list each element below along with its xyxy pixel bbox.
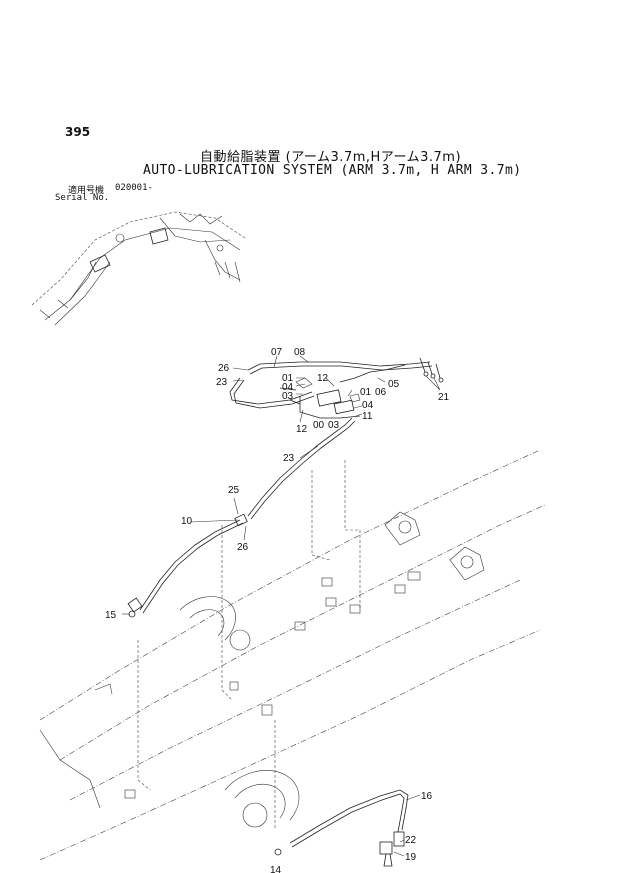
callout-03-b: 03 (328, 420, 340, 431)
title-japanese: 自動給脂装置 (アーム3.7m,Hアーム3.7m) (200, 150, 462, 165)
callout-21: 21 (438, 392, 450, 403)
callout-15: 15 (105, 610, 117, 621)
callout-05: 05 (388, 379, 400, 390)
callout-00: 00 (313, 420, 325, 431)
arm-structure (39, 449, 546, 861)
title-english: AUTO-LUBRICATION SYSTEM (ARM 3.7m, H ARM… (143, 163, 522, 178)
serial-label-english: Serial No. (55, 193, 110, 203)
callout-01-b: 01 (360, 387, 372, 398)
page-number: 395 (65, 125, 91, 139)
serial-number-value: 020001- (115, 183, 153, 193)
callout-04-a: 04 (282, 382, 294, 393)
callout-22: 22 (405, 835, 417, 846)
callout-25: 25 (228, 485, 240, 496)
lubrication-tubing-upper (229, 357, 444, 419)
serial-label-japanese: 適用号機 (68, 186, 105, 196)
excavator-thumbnail (31, 211, 246, 326)
callout-16: 16 (421, 791, 433, 802)
callout-03-a: 03 (282, 391, 294, 402)
callout-12-b: 12 (296, 424, 308, 435)
callout-19: 19 (405, 852, 417, 863)
callout-11: 11 (362, 411, 373, 422)
callout-07: 07 (271, 347, 283, 358)
callout-numbers: 26 07 08 23 01 04 03 12 01 06 05 21 12 0… (105, 347, 450, 873)
callout-14: 14 (270, 865, 282, 873)
callout-04-b: 04 (362, 400, 374, 411)
callout-08: 08 (294, 347, 306, 358)
callout-06: 06 (375, 387, 387, 398)
callout-12-a: 12 (317, 373, 329, 384)
callout-23-a: 23 (216, 377, 228, 388)
callout-26-a: 26 (218, 363, 230, 374)
callout-10: 10 (181, 516, 193, 527)
callout-23-b: 23 (283, 453, 295, 464)
callout-26-b: 26 (237, 542, 249, 553)
lubrication-hoses (127, 417, 409, 867)
callout-01-a: 01 (282, 373, 294, 384)
callout-leaders (122, 355, 441, 857)
